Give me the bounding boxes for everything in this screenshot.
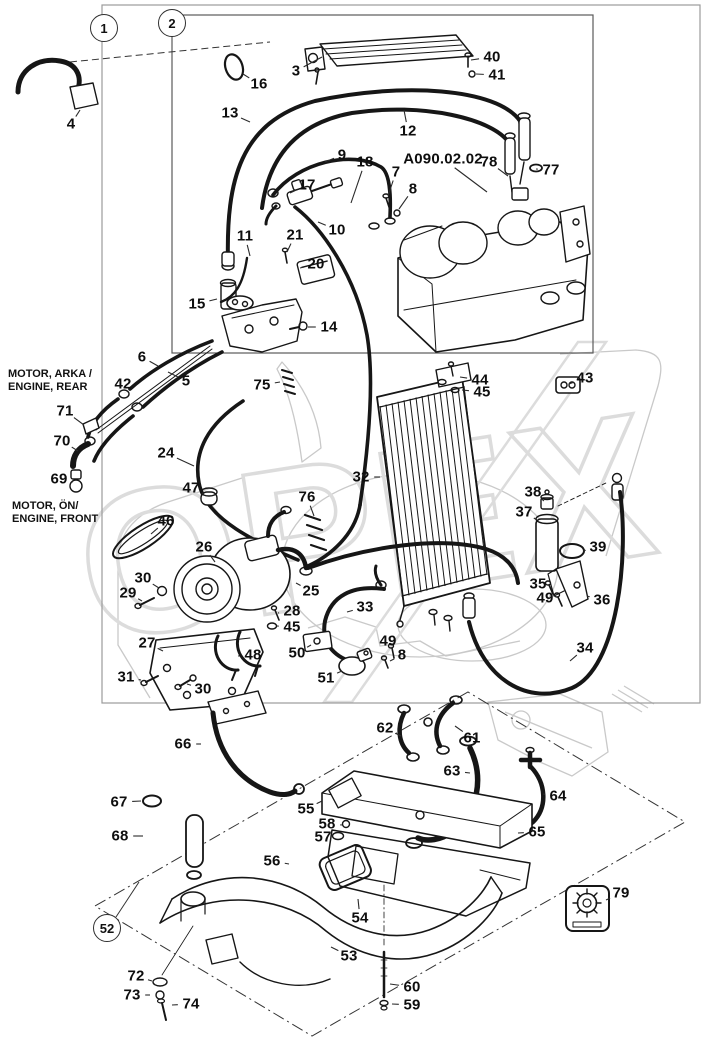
part-label-21: 21 [286,226,304,244]
part-label-46: 46 [157,512,175,530]
part-label-50: 50 [288,644,306,662]
part-label-30: 30 [134,569,152,587]
part-label-68: 68 [111,827,129,845]
part-label-78: 78 [480,153,498,171]
part-label-45: 45 [473,383,491,401]
balloon-1: 1 [90,14,118,42]
part-label-39: 39 [589,538,607,556]
part-label-33: 33 [356,598,374,616]
part-label-56: 56 [263,852,281,870]
part-label-54: 54 [351,909,369,927]
part-label-30-2: 30 [194,680,212,698]
part-label-66: 66 [174,735,192,753]
part-label-57: 57 [314,828,332,846]
part-label-75: 75 [253,376,271,394]
part-label-51: 51 [317,669,335,687]
callout-leader-lines [71,56,611,1006]
part-label-7: 7 [391,163,401,181]
part-label-35: 35 [529,575,547,593]
part-label-5: 5 [181,372,191,390]
part-label-34: 34 [576,639,594,657]
part-label-32: 32 [352,468,370,486]
part-label-9: 9 [337,146,347,164]
region-label-engine-front: MOTOR, ÖN/ENGINE, FRONT [12,500,99,525]
part-label-37: 37 [515,503,533,521]
part-label-49-2: 49 [379,632,397,650]
part-label-61: 61 [463,729,481,747]
part-label-3: 3 [291,62,301,80]
part-label-36: 36 [593,591,611,609]
part-label-20: 20 [307,255,325,273]
part-label-49: 49 [536,589,554,607]
condenser-fins [379,385,488,598]
part-label-72: 72 [127,967,145,985]
part-label-76: 76 [298,488,316,506]
component-line-art [15,34,625,1021]
balloon-52: 52 [93,914,121,942]
part-label-63: 63 [443,762,461,780]
part-label-45-2: 45 [283,618,301,636]
part-label-38: 38 [524,483,542,501]
part-label-8: 8 [408,180,418,198]
part-label-42: 42 [114,375,132,393]
part-label-12: 12 [399,122,417,140]
part-label-6: 6 [137,348,147,366]
part-label-15: 15 [188,295,206,313]
part-label-44: 44 [471,371,489,389]
part-label-25: 25 [302,582,320,600]
part-label-69: 69 [50,470,68,488]
part-label-14: 14 [320,318,338,336]
part-label-74: 74 [182,995,200,1013]
part-label-8-2: 8 [397,646,407,664]
part-label-65: 65 [528,823,546,841]
part-label-79: 79 [612,884,630,902]
part-label-48: 48 [244,646,262,664]
part-label-16: 16 [250,75,268,93]
group-1-box [101,4,701,704]
part-label-64: 64 [549,787,567,805]
part-label-58: 58 [318,815,336,833]
group-52-leader [115,881,140,918]
part-label-40: 40 [483,48,501,66]
part-label-43: 43 [576,369,594,387]
part-label-62: 62 [376,719,394,737]
part-label-18: 18 [356,153,374,171]
part-label-67: 67 [110,793,128,811]
part-label-10: 10 [328,221,346,239]
region-label-engine-rear: MOTOR, ARKA /ENGINE, REAR [8,368,92,393]
part-label-47: 47 [182,479,200,497]
part-label-59: 59 [403,996,421,1014]
part-label-28: 28 [283,602,301,620]
part-label-4: 4 [66,115,76,133]
group-2-box [171,14,594,354]
part-label-17: 17 [298,176,316,194]
part-label-53: 53 [340,947,358,965]
group-52-boundary [94,691,686,1037]
part-label-70: 70 [53,432,71,450]
part-label-77: 77 [542,161,560,179]
assembly-code: A090.02.02 [403,150,483,168]
part-label-41: 41 [488,66,506,84]
group-divider-dash [69,41,271,63]
part-label-13: 13 [221,104,239,122]
part-label-29: 29 [119,584,137,602]
part-label-26: 26 [195,538,213,556]
part-label-31: 31 [117,668,135,686]
ghost-chassis-lines [117,349,662,777]
balloon-2: 2 [158,9,186,37]
part-label-73: 73 [123,986,141,1004]
part-label-55: 55 [297,800,315,818]
part-label-11: 11 [236,227,254,245]
part-label-71: 71 [56,402,74,420]
part-label-27: 27 [138,634,156,652]
part-label-60: 60 [403,978,421,996]
part-label-24: 24 [157,444,175,462]
